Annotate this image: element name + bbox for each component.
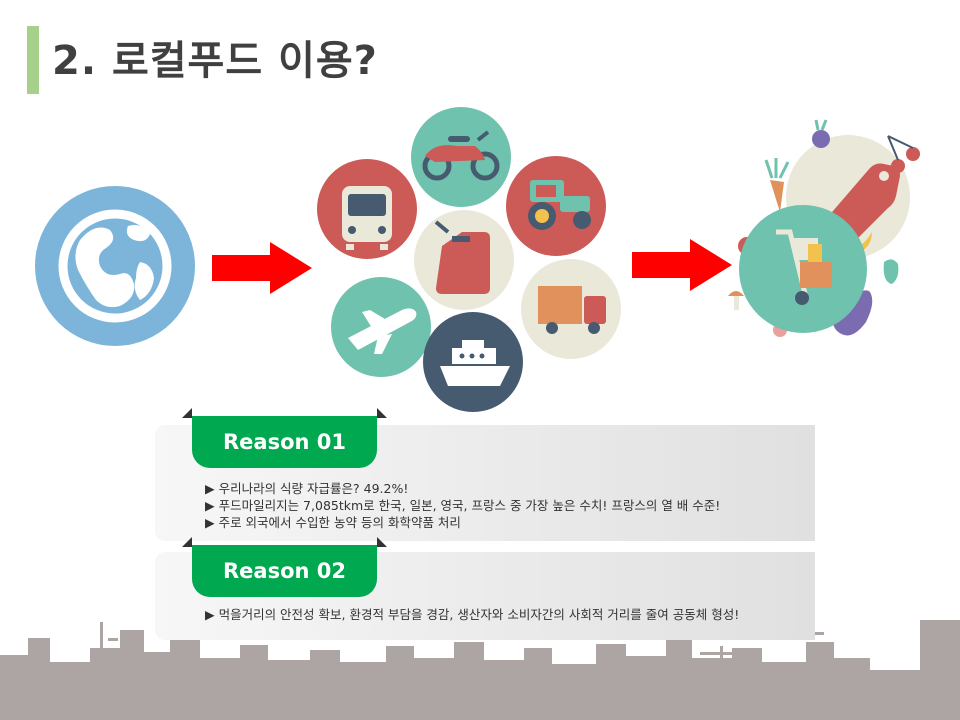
globe-icon xyxy=(35,186,195,346)
reason-01-label: Reason 01 xyxy=(223,430,346,454)
fold-corner xyxy=(377,408,387,418)
fold-corner xyxy=(182,537,192,547)
reason-01-line-2: ▶ 푸드마일리지는 7,085tkm로 한국, 일본, 영국, 프랑스 중 가장… xyxy=(205,498,721,513)
reason-02-line-1: ▶ 먹을거리의 안전성 확보, 환경적 부담을 경감, 생산자와 소비자간의 사… xyxy=(205,607,740,622)
transport-illustration xyxy=(35,107,920,412)
fold-corner xyxy=(377,537,387,547)
reason-01-line-3: ▶ 주로 외국에서 수입한 농약 등의 화학약품 처리 xyxy=(205,515,461,530)
arrow-right-icon xyxy=(632,239,732,291)
reason-01-line-1: ▶ 우리나라의 식량 자급률은? 49.2%! xyxy=(205,481,409,496)
tractor-icon xyxy=(506,156,606,256)
city-skyline xyxy=(0,620,960,720)
fuel-can-icon xyxy=(414,210,514,310)
reason-02-badge: Reason 02 xyxy=(182,537,387,597)
ship-icon xyxy=(423,312,523,412)
fold-corner xyxy=(182,408,192,418)
airplane-icon xyxy=(331,277,431,377)
page-title: 2. 로컬푸드 이용? xyxy=(52,38,378,84)
truck-icon xyxy=(521,259,621,359)
motorcycle-icon xyxy=(411,107,511,207)
reason-01-badge: Reason 01 xyxy=(182,408,387,468)
train-icon xyxy=(317,159,417,259)
reason-02-label: Reason 02 xyxy=(223,559,346,583)
cart-icon xyxy=(739,205,867,333)
vegetables-icon xyxy=(728,119,920,337)
title-accent-bar xyxy=(27,26,39,94)
arrow-right-icon xyxy=(212,242,312,294)
reason-02-text: ▶ 먹을거리의 안전성 확보, 환경적 부담을 경감, 생산자와 소비자간의 사… xyxy=(205,606,785,623)
reason-01-text: ▶ 우리나라의 식량 자급률은? 49.2%! ▶ 푸드마일리지는 7,085t… xyxy=(205,480,785,531)
